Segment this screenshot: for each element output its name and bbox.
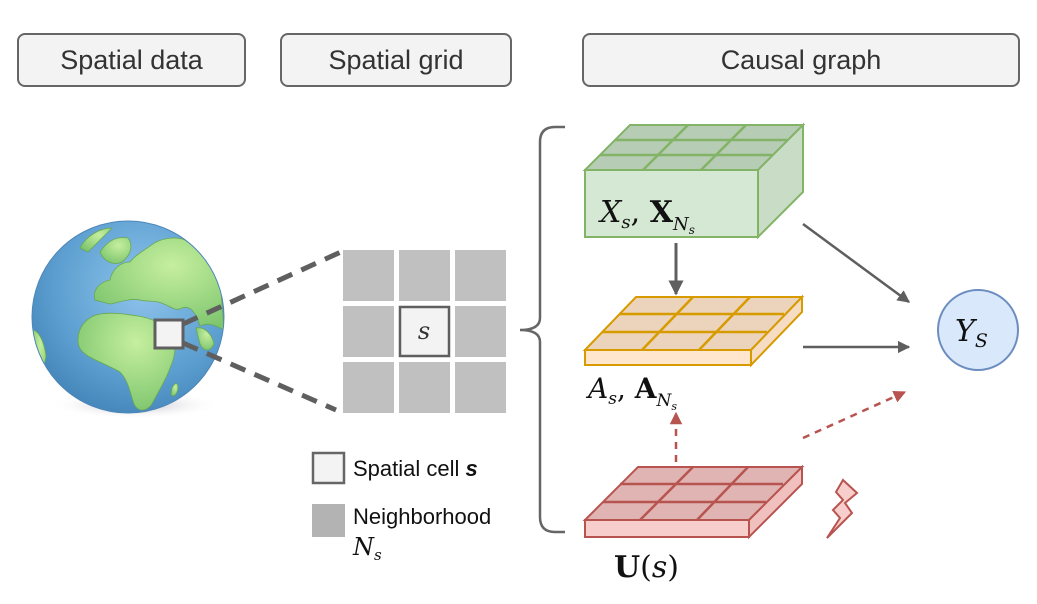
grid-cell-neighbor bbox=[399, 362, 450, 413]
header-causal-graph: Causal graph bbox=[582, 33, 1020, 87]
grouping-brace bbox=[519, 125, 565, 534]
covariates-front bbox=[584, 169, 759, 238]
confounder-front bbox=[584, 519, 750, 538]
globe-outline bbox=[31, 220, 225, 414]
arrow-confounder-to-outcome bbox=[802, 390, 907, 440]
grid-cell-neighbor bbox=[455, 250, 506, 301]
legend-cell-swatch bbox=[311, 451, 346, 485]
outcome-node: YS bbox=[937, 289, 1019, 371]
legend: Spatial cell s Neighborhood Ns bbox=[311, 451, 491, 564]
covariates-label: Xs, XNs bbox=[598, 195, 695, 237]
spatial-grid bbox=[343, 250, 506, 413]
outcome-circle bbox=[937, 289, 1019, 371]
grid-cell-neighbor bbox=[455, 306, 506, 357]
globe-cell-marker bbox=[153, 318, 185, 350]
legend-neighborhood-swatch bbox=[312, 504, 345, 537]
treatment-label: As, ANs bbox=[585, 372, 677, 413]
zoom-line-bottom bbox=[181, 340, 338, 413]
grid-cell-center bbox=[398, 305, 451, 358]
treatment-slab: As, ANs bbox=[582, 294, 805, 413]
covariates-box: Xs, XNs bbox=[582, 122, 806, 240]
header-spatial-grid: Spatial grid bbox=[280, 33, 512, 87]
legend-neighborhood-symbol: Ns bbox=[352, 533, 382, 564]
confounder-label: U(s) bbox=[614, 550, 679, 585]
grid-cell-neighbor bbox=[343, 306, 394, 357]
legend-neighborhood-label: Neighborhood bbox=[353, 504, 491, 529]
zoom-line-top bbox=[181, 248, 345, 327]
lightning-icon bbox=[826, 478, 859, 539]
grid-cell-neighbor bbox=[455, 362, 506, 413]
legend-cell-label: Spatial cell s bbox=[353, 456, 478, 481]
arrow-covariates-to-outcome bbox=[802, 222, 911, 304]
header-spatial-data: Spatial data bbox=[17, 33, 246, 87]
grid-cell-neighbor bbox=[399, 250, 450, 301]
treatment-front bbox=[584, 349, 752, 366]
center-cell-label: s bbox=[418, 317, 430, 345]
grid-cell-neighbor bbox=[343, 362, 394, 413]
confounder-slab: U(s) bbox=[582, 464, 805, 585]
grid-cell-neighbor bbox=[343, 250, 394, 301]
outcome-label: YS bbox=[955, 314, 988, 352]
